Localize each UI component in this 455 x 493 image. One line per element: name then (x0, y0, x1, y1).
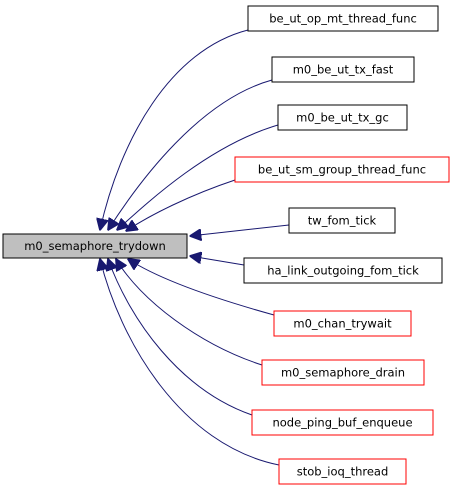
caller-node-label: ha_link_outgoing_fom_tick (267, 264, 419, 278)
caller-node-be_ut_op_mt_thread_func[interactable]: be_ut_op_mt_thread_func (247, 5, 439, 32)
caller-node-m0_be_ut_tx_fast[interactable]: m0_be_ut_tx_fast (271, 56, 415, 83)
call-edges (100, 29, 290, 466)
caller-node-be_ut_sm_group_thread_func[interactable]: be_ut_sm_group_thread_func (234, 156, 450, 183)
caller-node-box (278, 458, 407, 485)
caller-node-label: node_ping_buf_enqueue (272, 416, 412, 430)
caller-node-label: stob_ioq_thread (297, 465, 389, 479)
caller-node-box (234, 156, 450, 183)
caller-node-label: m0_chan_trywait (293, 317, 392, 331)
edge-tw_fom_tick (190, 224, 290, 236)
caller-node-box (288, 207, 396, 234)
caller-node-label: be_ut_op_mt_thread_func (269, 12, 417, 26)
root-node-label: m0_semaphore_trydown (24, 239, 166, 253)
caller-node-ha_link_outgoing_fom_tick[interactable]: ha_link_outgoing_fom_tick (243, 257, 443, 284)
caller-node-box (243, 257, 443, 284)
caller-node-m0_be_ut_tx_gc[interactable]: m0_be_ut_tx_gc (277, 104, 408, 131)
edge-stob_ioq_thread (100, 259, 280, 466)
edge-m0_be_ut_tx_gc (117, 124, 279, 230)
caller-node-box (277, 104, 408, 131)
caller-node-box (273, 310, 412, 337)
root-node[interactable]: m0_semaphore_trydown (2, 233, 188, 259)
caller-node-label: m0_be_ut_tx_gc (296, 111, 389, 125)
edge-m0_semaphore_drain (116, 259, 263, 366)
caller-node-stob_ioq_thread[interactable]: stob_ioq_thread (278, 458, 407, 485)
root-node-box (2, 233, 188, 259)
caller-node-label: m0_semaphore_drain (281, 366, 405, 380)
caller-node-label: m0_be_ut_tx_fast (293, 63, 394, 77)
edge-be_ut_sm_group_thread_func (126, 179, 236, 231)
caller-node-tw_fom_tick[interactable]: tw_fom_tick (288, 207, 396, 234)
caller-node-box (247, 5, 439, 32)
caller-node-box (271, 56, 415, 83)
edge-ha_link_outgoing_fom_tick (190, 256, 245, 266)
edge-node_ping_buf_enqueue (108, 259, 253, 416)
caller-node-label: tw_fom_tick (308, 214, 377, 228)
caller-node-m0_chan_trywait[interactable]: m0_chan_trywait (273, 310, 412, 337)
caller-node-label: be_ut_sm_group_thread_func (258, 163, 426, 177)
caller-node-m0_semaphore_drain[interactable]: m0_semaphore_drain (261, 359, 425, 386)
caller-node-box (251, 409, 434, 436)
edge-m0_chan_trywait (128, 259, 275, 316)
edge-be_ut_op_mt_thread_func (100, 29, 249, 230)
caller-node-box (261, 359, 425, 386)
edge-m0_be_ut_tx_fast (108, 79, 273, 230)
caller-node-node_ping_buf_enqueue[interactable]: node_ping_buf_enqueue (251, 409, 434, 436)
